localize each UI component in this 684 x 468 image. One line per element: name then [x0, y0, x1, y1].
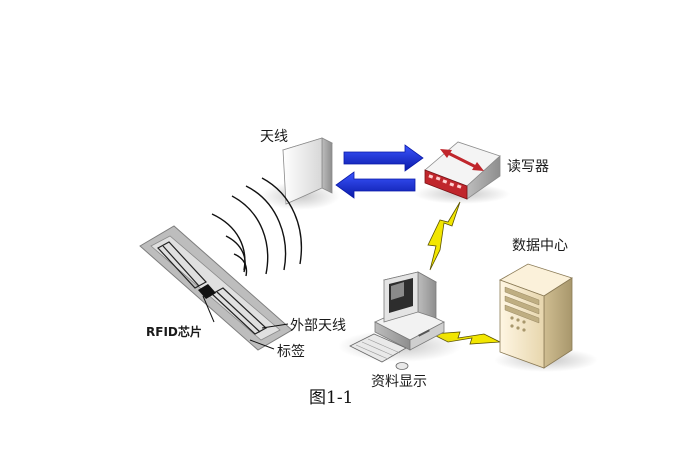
leader-lines [202, 295, 289, 350]
communication-arrows [335, 144, 424, 199]
figure-caption: 图1-1 [309, 388, 354, 408]
reader-arrow-icon [440, 149, 484, 171]
external-antenna-label: 外部天线 [290, 318, 346, 334]
rfid-chip-label: RFID芯片 [146, 325, 202, 339]
reader-device-icon [414, 141, 510, 204]
rfid-tag-icon [139, 225, 293, 351]
antenna-label: 天线 [260, 129, 288, 145]
data-display-label: 资料显示 [371, 374, 427, 390]
radio-wave-icon [211, 177, 303, 277]
data-center-label: 数据中心 [512, 238, 568, 254]
server-tower-icon [494, 263, 598, 372]
lightning-bolt-icon [427, 201, 461, 271]
antenna-panel-icon [260, 137, 340, 210]
computer-terminal-icon [338, 271, 462, 370]
tag-label: 标签 [277, 344, 305, 360]
rfid-chip-icon [198, 284, 216, 299]
reader-label: 读写器 [507, 159, 549, 175]
